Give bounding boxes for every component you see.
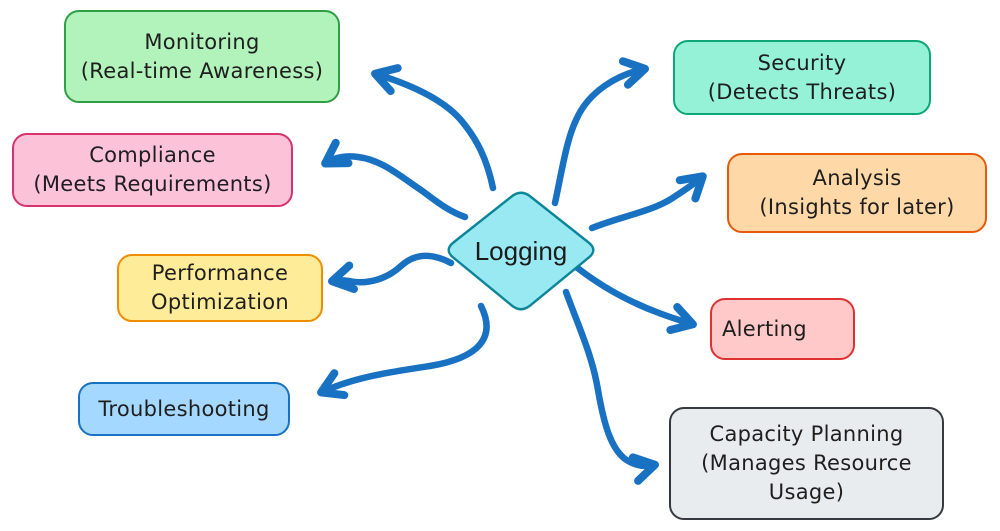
arrow-to-capacity-planning[interactable] [562, 288, 659, 485]
node-performance-optimization[interactable]: Performance Optimization [117, 254, 323, 322]
node-subtitle: (Insights for later) [759, 195, 955, 219]
node-compliance[interactable]: Compliance (Meets Requirements) [12, 133, 293, 207]
node-troubleshooting[interactable]: Troubleshooting [78, 382, 290, 436]
node-title: Compliance [89, 143, 216, 168]
node-subtitle: (Meets Requirements) [33, 172, 272, 196]
node-title: Security [757, 50, 847, 75]
arrow-to-analysis[interactable] [588, 172, 707, 232]
node-analysis[interactable]: Analysis (Insights for later) [727, 153, 987, 233]
node-security[interactable]: Security (Detects Threats) [673, 40, 931, 115]
node-title: Troubleshooting [98, 396, 270, 421]
node-subtitle: (Detects Threats) [707, 79, 897, 104]
arrow-to-troubleshooting[interactable] [317, 302, 490, 400]
node-subtitle: (Real-time Awareness) [80, 58, 324, 83]
node-alerting[interactable]: Alerting [710, 298, 855, 360]
node-title: Alerting [722, 316, 807, 341]
arrow-to-monitoring[interactable] [371, 64, 497, 192]
node-title: Monitoring [144, 29, 260, 54]
center-node-diamond[interactable] [447, 191, 595, 311]
node-title: Analysis [812, 166, 902, 191]
arrow-to-security[interactable] [551, 57, 649, 207]
arrow-to-performance-optimization[interactable] [328, 252, 455, 294]
node-capacity-planning[interactable]: Capacity Planning (Manages Resource Usag… [669, 407, 944, 520]
node-monitoring[interactable]: Monitoring (Real-time Awareness) [64, 10, 340, 103]
node-subtitle: (Manages Resource Usage) [701, 451, 912, 504]
node-title: Capacity Planning [709, 422, 904, 447]
arrow-to-alerting[interactable] [571, 262, 697, 335]
node-subtitle: Optimization [151, 290, 289, 314]
node-title: Performance [151, 261, 289, 286]
arrow-to-compliance[interactable] [321, 138, 469, 221]
